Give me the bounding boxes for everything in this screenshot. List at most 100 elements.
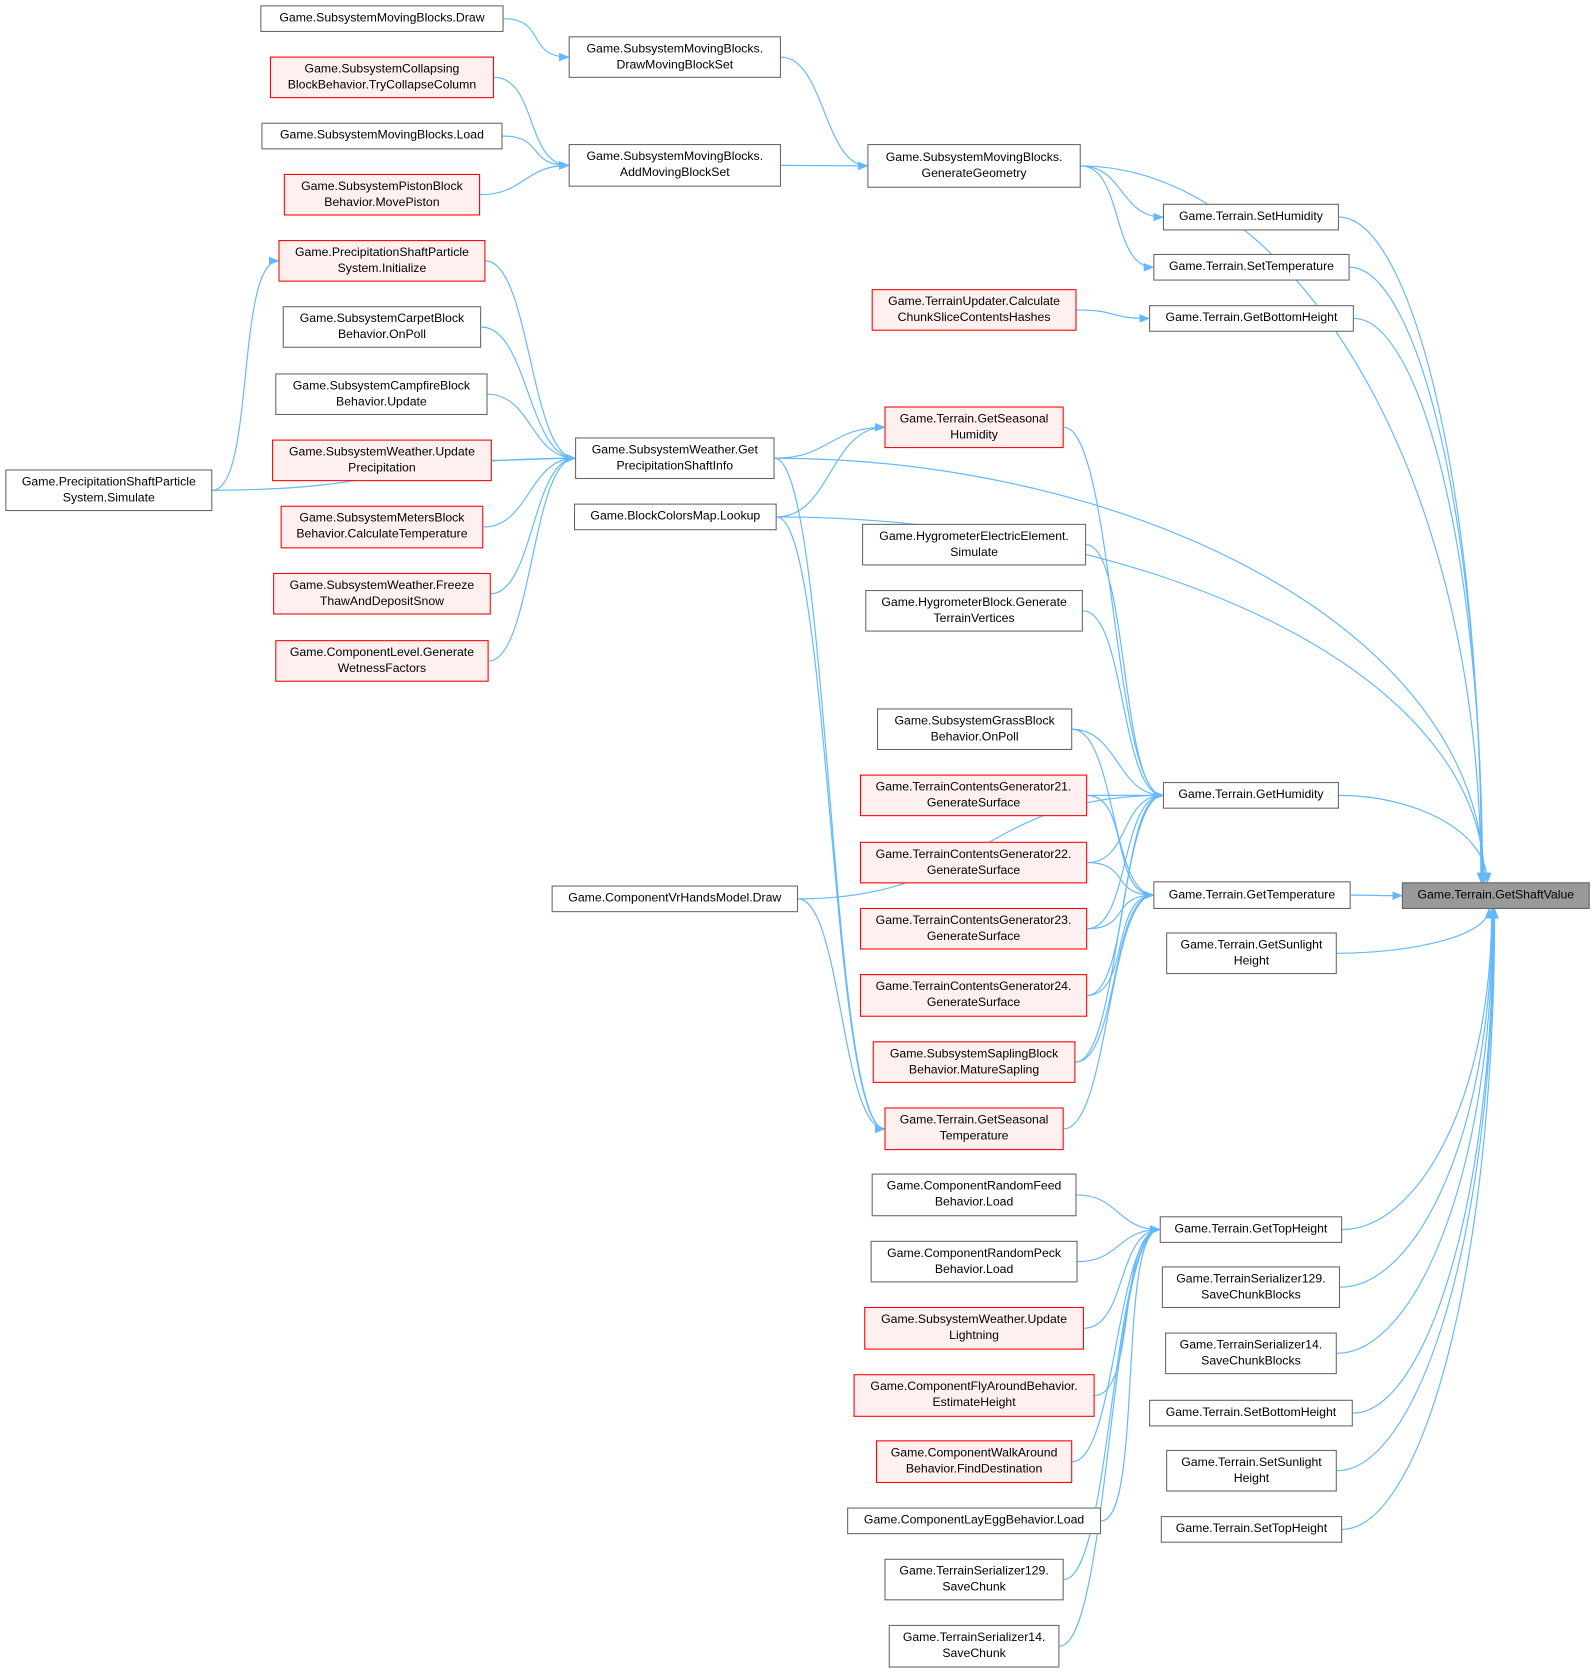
graph-node[interactable]: Game.Terrain.GetSeasonal Temperature xyxy=(884,1107,1064,1151)
call-edge xyxy=(483,453,577,528)
graph-node[interactable]: Game.SubsystemMovingBlocks.Load xyxy=(261,122,503,150)
graph-node[interactable]: Game.SubsystemMovingBlocks. GenerateGeom… xyxy=(867,144,1081,188)
graph-node[interactable]: Game.TerrainContentsGenerator22. Generat… xyxy=(859,841,1088,884)
graph-node[interactable]: Game.SubsystemCampfireBlock Behavior.Upd… xyxy=(275,373,488,416)
call-edge xyxy=(780,56,869,171)
call-edge xyxy=(1350,891,1403,900)
call-edge xyxy=(1087,890,1155,997)
call-edge xyxy=(1338,794,1492,884)
call-edge xyxy=(1336,907,1494,954)
graph-node[interactable]: Game.Terrain.GetHumidity xyxy=(1162,782,1339,809)
graph-node[interactable]: Game.Terrain.SetBottomHeight xyxy=(1149,1399,1353,1427)
call-edge xyxy=(776,516,1489,884)
call-edge xyxy=(1087,890,1155,930)
call-edge xyxy=(776,423,886,518)
graph-node[interactable]: Game.ComponentLayEggBehavior.Load xyxy=(847,1507,1102,1535)
call-edge xyxy=(1342,907,1496,1231)
call-edge xyxy=(1059,1225,1161,1647)
call-edge xyxy=(1080,165,1164,222)
graph-node[interactable]: Game.HygrometerBlock.Generate TerrainVer… xyxy=(865,589,1083,632)
graph-node[interactable]: Game.Terrain.GetTemperature xyxy=(1153,881,1351,909)
graph-node[interactable]: Game.SubsystemCarpetBlock Behavior.OnPol… xyxy=(282,306,482,348)
graph-node[interactable]: Game.PrecipitationShaftParticle System.I… xyxy=(278,240,486,282)
graph-node[interactable]: Game.Terrain.SetHumidity xyxy=(1162,203,1339,231)
call-edge xyxy=(1342,907,1499,1530)
call-edge xyxy=(1100,1225,1161,1522)
graph-node[interactable]: Game.TerrainSerializer14. SaveChunk xyxy=(888,1624,1060,1668)
call-edge xyxy=(480,161,570,196)
call-edge xyxy=(1082,610,1164,800)
call-edge xyxy=(797,898,886,1133)
graph-node[interactable]: Game.SubsystemCollapsing BlockBehavior.T… xyxy=(269,56,494,99)
graph-node[interactable]: Game.TerrainSerializer129. SaveChunk xyxy=(884,1558,1064,1601)
call-edge xyxy=(1077,1225,1161,1263)
call-edge xyxy=(776,516,886,1133)
call-edge xyxy=(1083,1225,1161,1329)
graph-node[interactable]: Game.TerrainSerializer14. SaveChunkBlock… xyxy=(1165,1332,1337,1375)
call-edge xyxy=(1072,728,1155,900)
graph-node[interactable]: Game.SubsystemWeather.Update Precipitati… xyxy=(272,439,492,482)
graph-node[interactable]: Game.Terrain.SetTopHeight xyxy=(1160,1516,1343,1543)
graph-node[interactable]: Game.ComponentRandomFeed Behavior.Load xyxy=(871,1173,1077,1217)
call-edge xyxy=(1087,791,1164,930)
graph-node[interactable]: Game.TerrainSerializer129. SaveChunkBloc… xyxy=(1161,1266,1341,1309)
graph-node[interactable]: Game.HygrometerElectricElement. Simulate xyxy=(862,523,1087,566)
call-edge xyxy=(1086,544,1164,800)
call-edge xyxy=(774,423,886,459)
call-edge xyxy=(1075,791,1164,1063)
graph-node[interactable]: Game.ComponentWalkAround Behavior.FindDe… xyxy=(875,1440,1073,1483)
call-edge xyxy=(493,76,570,170)
graph-node[interactable]: Game.SubsystemGrassBlock Behavior.OnPoll xyxy=(876,708,1073,751)
call-edge xyxy=(774,457,1489,884)
graph-node[interactable]: Game.ComponentVrHandsModel.Draw xyxy=(551,885,799,913)
call-edge xyxy=(1080,165,1486,884)
graph-node[interactable]: Game.SubsystemMovingBlocks. AddMovingBlo… xyxy=(568,144,781,187)
call-edge xyxy=(503,18,570,62)
call-edge xyxy=(1075,890,1155,1063)
call-edge xyxy=(1087,794,1155,900)
graph-node[interactable]: Game.ComponentRandomPeck Behavior.Load xyxy=(870,1240,1078,1283)
graph-node[interactable]: Game.TerrainContentsGenerator21. Generat… xyxy=(859,774,1088,817)
call-edge xyxy=(1063,1225,1161,1581)
call-edge xyxy=(1338,216,1486,884)
graph-node[interactable]: Game.SubsystemSaplingBlock Behavior.Matu… xyxy=(872,1041,1076,1083)
graph-node[interactable]: Game.SubsystemMovingBlocks. DrawMovingBl… xyxy=(568,36,781,78)
graph-node[interactable]: Game.Terrain.GetSeasonal Humidity xyxy=(884,406,1064,449)
graph-node[interactable]: Game.Terrain.SetTemperature xyxy=(1153,253,1350,281)
graph-node[interactable]: Game.Terrain.GetBottomHeight xyxy=(1149,305,1354,332)
graph-node[interactable]: Game.ComponentLevel.Generate WetnessFact… xyxy=(275,640,489,682)
call-edge xyxy=(490,453,577,595)
call-edge xyxy=(1340,907,1497,1288)
call-edge xyxy=(1080,165,1155,272)
graph-node[interactable]: Game.SubsystemMetersBlock Behavior.Calcu… xyxy=(280,505,484,549)
graph-node[interactable]: Game.Terrain.SetSunlight Height xyxy=(1166,1449,1337,1492)
call-edge xyxy=(488,454,577,662)
graph-node[interactable]: Game.Terrain.GetSunlight Height xyxy=(1166,932,1337,975)
call-edge xyxy=(502,135,570,170)
call-edge xyxy=(485,260,577,463)
call-edge xyxy=(212,256,280,491)
graph-node[interactable]: Game.PrecipitationShaftParticle System.S… xyxy=(5,469,213,512)
call-edge xyxy=(1063,890,1155,1130)
call-edge xyxy=(1072,728,1164,800)
call-edge xyxy=(1076,309,1151,323)
graph-node[interactable]: Game.SubsystemWeather.Update Lightning xyxy=(864,1306,1084,1350)
focus-node[interactable]: Game.Terrain.GetShaftValue xyxy=(1401,882,1590,909)
call-edge xyxy=(1336,907,1499,1472)
graph-node[interactable]: Game.Terrain.GetTopHeight xyxy=(1159,1216,1343,1243)
graph-node[interactable]: Game.ComponentFlyAroundBehavior. Estimat… xyxy=(853,1374,1095,1417)
call-edge xyxy=(481,326,577,463)
call-edge xyxy=(1076,1194,1161,1234)
graph-node[interactable]: Game.TerrainContentsGenerator24. Generat… xyxy=(859,974,1088,1017)
graph-node[interactable]: Game.TerrainContentsGenerator23. Generat… xyxy=(859,907,1088,950)
call-edge xyxy=(780,161,869,171)
graph-node[interactable]: Game.SubsystemWeather.Freeze ThawAndDepo… xyxy=(273,572,491,615)
graph-node[interactable]: Game.BlockColorsMap.Lookup xyxy=(573,503,777,531)
graph-node[interactable]: Game.SubsystemMovingBlocks.Draw xyxy=(260,5,504,33)
graph-node[interactable]: Game.SubsystemPistonBlock Behavior.MoveP… xyxy=(283,173,481,216)
graph-node[interactable]: Game.TerrainUpdater.Calculate ChunkSlice… xyxy=(871,289,1077,331)
graph-node[interactable]: Game.SubsystemWeather.Get PrecipitationS… xyxy=(575,437,775,480)
call-edge xyxy=(487,393,577,463)
